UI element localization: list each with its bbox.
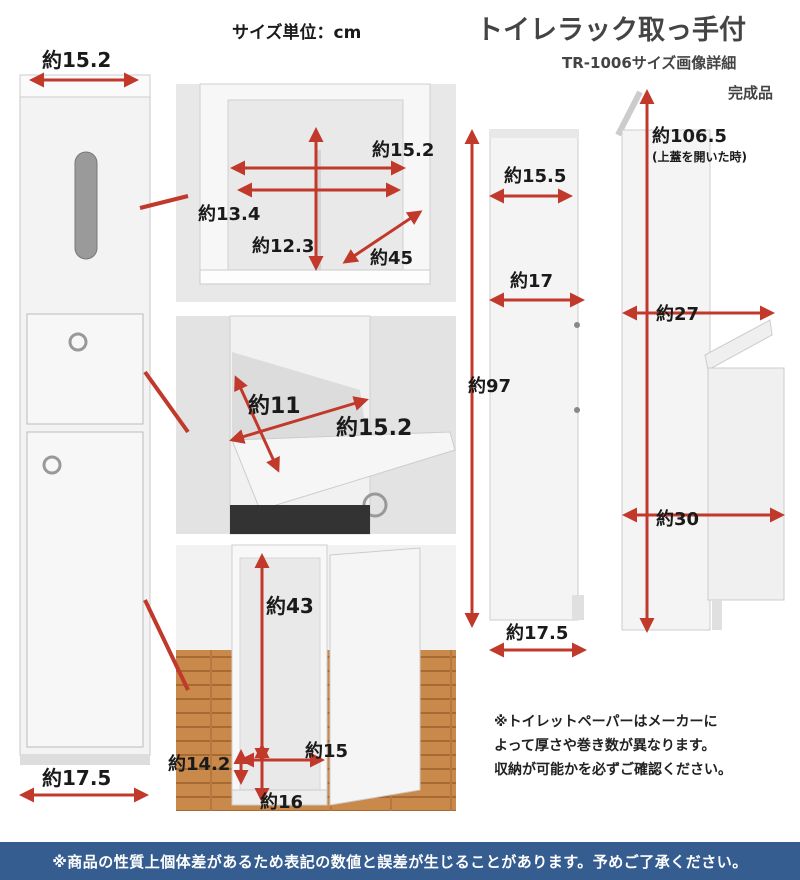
label-inner-diag: 約45 [370, 248, 414, 269]
cabinet-open-side-view [615, 90, 785, 631]
cabinet-front-view [19, 74, 151, 765]
label-inner-height: 約12.3 [252, 236, 315, 257]
label-floor-gap: 約14.2 [168, 754, 231, 775]
label-inner-width: 約15.2 [372, 140, 435, 161]
footer-disclaimer: ※商品の性質上個体差があるため表記の数値と誤差が生じることがあります。予めご了承… [0, 842, 800, 880]
photo-open-cabinet [176, 544, 456, 811]
note-line-2: よって厚さや巻き数が異なります。 [494, 738, 716, 754]
label-open-height: 約106.5 [652, 126, 727, 147]
note-line-3: 収納が可能かを必ずご確認ください。 [494, 762, 732, 778]
page-subtitle: TR-1006サイズ画像詳細 [562, 54, 737, 72]
label-side-bottom-depth: 約17.5 [506, 623, 569, 644]
label-side-mid-depth: 約17 [510, 271, 554, 292]
label-side-height: 約97 [468, 376, 512, 397]
label-side-top-depth: 約15.5 [504, 166, 567, 187]
label-base-height: 約16 [260, 792, 304, 813]
unit-label: サイズ単位：cm [232, 23, 362, 43]
label-drawer-width: 約15.2 [336, 416, 413, 441]
label-drawer-depth: 約11 [248, 394, 301, 419]
footer-text: ※商品の性質上個体差があるため表記の数値と誤差が生じることがあります。予めご了承… [52, 852, 748, 871]
page-title: トイレラック取っ手付 [476, 15, 746, 46]
photo-drawer [176, 315, 456, 535]
label-open-mid-depth: 約27 [656, 304, 700, 325]
label-top-width: 約15.2 [42, 48, 112, 72]
label-open-height-note: (上蓋を開いた時) [652, 150, 747, 164]
note-line-1: ※トイレットペーパーはメーカーに [494, 714, 718, 730]
label-open-bottom-depth: 約30 [656, 509, 700, 530]
page-subtitle-2: 完成品 [728, 84, 774, 102]
paper-note: ※トイレットペーパーはメーカーに よって厚さや巻き数が異なります。 収納が可能か… [494, 710, 794, 782]
label-cabinet-width: 約15 [305, 741, 349, 762]
cabinet-side-view [489, 129, 584, 621]
label-bottom-width: 約17.5 [42, 766, 112, 790]
dimension-arrows [19, 72, 785, 803]
label-inner-depth: 約13.4 [198, 204, 261, 225]
pointer-lines [139, 194, 190, 691]
label-cabinet-height: 約43 [266, 594, 314, 618]
